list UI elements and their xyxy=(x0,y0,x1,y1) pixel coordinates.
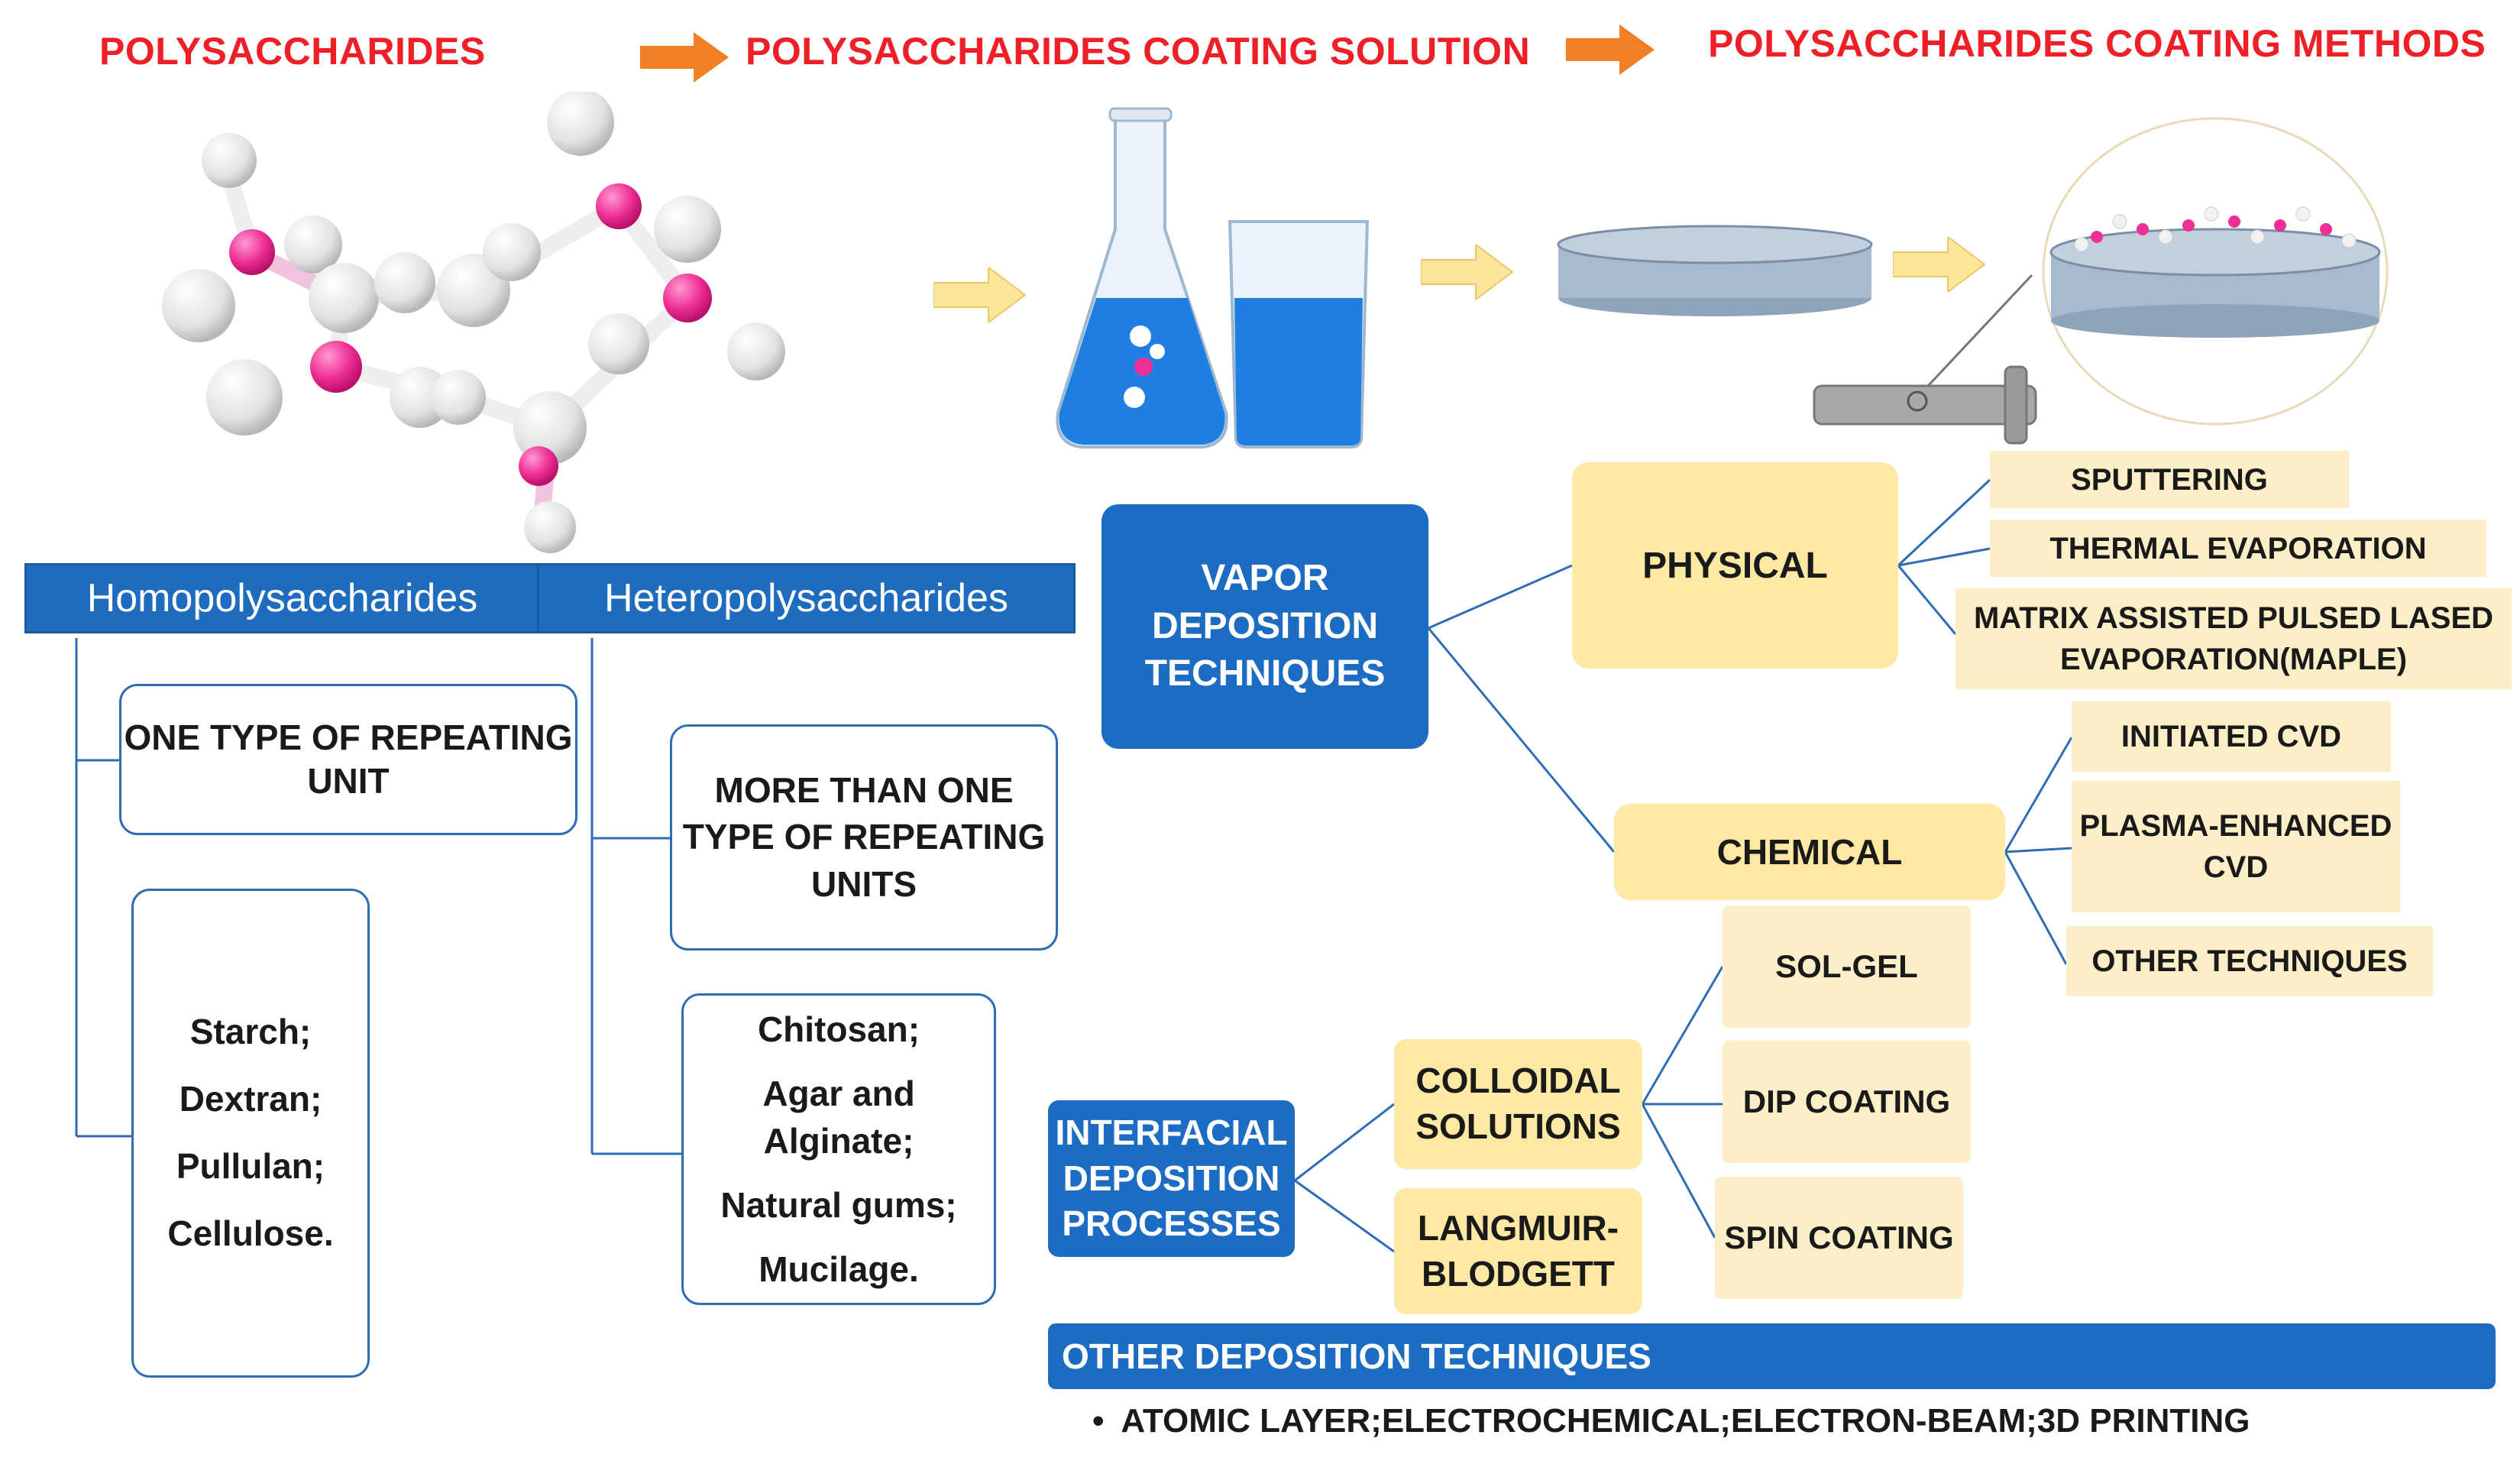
other-deposition-bar: OTHER DEPOSITION TECHNIQUES xyxy=(1048,1323,2496,1389)
homo-examples-box: Starch; Dextran; Pullulan; Cellulose. xyxy=(131,889,370,1378)
chemical-box: CHEMICAL xyxy=(1614,804,2005,900)
yellow-arrow-icon xyxy=(1892,235,1988,296)
thermal-evaporation-box: THERMAL EVAPORATION xyxy=(1990,520,2486,577)
yellow-arrow-icon xyxy=(1420,243,1516,303)
hetero-desc-line-1: MORE THAN ONE xyxy=(714,770,1014,811)
vapor-title-line-1: VAPOR xyxy=(1201,558,1329,599)
interfacial-title-line-2: DEPOSITION xyxy=(1063,1158,1280,1198)
homo-example: Starch; xyxy=(189,1012,312,1052)
molecule-icon xyxy=(153,89,810,569)
header-coating-solution: POLYSACCHARIDES COATING SOLUTION xyxy=(746,30,1531,73)
dip-coating-box: DIP COATING xyxy=(1723,1041,1971,1163)
other-techniques-box: OTHER TECHNIQUES xyxy=(2066,926,2433,996)
langmuir-line-2: BLODGETT xyxy=(1422,1253,1615,1294)
orange-arrow-icon xyxy=(640,32,730,86)
magnifier-pen-icon xyxy=(1810,252,2085,455)
flask-icon xyxy=(1050,107,1234,455)
interfacial-title-line-3: PROCESSES xyxy=(1062,1203,1281,1244)
vapor-title-line-2: DEPOSITION xyxy=(1151,605,1379,646)
homo-desc-line-2: UNIT xyxy=(307,761,390,801)
hetero-example: Mucilage. xyxy=(759,1249,919,1290)
maple-line-1: MATRIX ASSISTED PULSED LASED xyxy=(1973,601,2494,635)
hetero-desc-line-2: TYPE OF REPEATING xyxy=(682,817,1046,857)
homo-description-box: ONE TYPE OF REPEATING UNIT xyxy=(119,684,577,835)
hetero-examples-box: Chitosan; Agar and Alginate; Natural gum… xyxy=(681,993,996,1305)
hetero-example: Alginate; xyxy=(763,1120,914,1161)
homo-example: Cellulose. xyxy=(167,1213,334,1253)
interfacial-title-line-1: INTERFACIAL xyxy=(1055,1112,1288,1152)
vapor-deposition-box: VAPOR DEPOSITION TECHNIQUES xyxy=(1101,504,1428,749)
other-deposition-items: ATOMIC LAYER;ELECTROCHEMICAL;ELECTRON-BE… xyxy=(1121,1402,2250,1440)
pecvd-line-2: CVD xyxy=(2203,850,2269,884)
orange-arrow-icon xyxy=(1566,24,1656,79)
colloidal-line-2: SOLUTIONS xyxy=(1415,1106,1621,1146)
hetero-desc-line-3: UNITS xyxy=(811,863,917,904)
other-deposition-list: • ATOMIC LAYER;ELECTROCHEMICAL;ELECTRON-… xyxy=(1092,1402,2250,1440)
plasma-enhanced-cvd-box: PLASMA-ENHANCED CVD xyxy=(2072,781,2400,912)
langmuir-blodgett-box: LANGMUIR- BLODGETT xyxy=(1394,1188,1642,1314)
hetero-example: Chitosan; xyxy=(757,1009,920,1049)
initiated-cvd-box: INITIATED CVD xyxy=(2072,701,2391,772)
header-polysaccharides: POLYSACCHARIDES xyxy=(99,30,486,73)
maple-box: MATRIX ASSISTED PULSED LASED EVAPORATION… xyxy=(1956,588,2512,689)
heteropolysaccharides-bar: Heteropolysaccharides xyxy=(537,563,1076,633)
hetero-description-box: MORE THAN ONE TYPE OF REPEATING UNITS xyxy=(670,724,1058,951)
yellow-arrow-icon xyxy=(933,266,1028,326)
interfacial-deposition-box: INTERFACIAL DEPOSITION PROCESSES xyxy=(1048,1100,1295,1257)
physical-box: PHYSICAL xyxy=(1572,462,1898,669)
vapor-title-line-3: TECHNIQUES xyxy=(1144,653,1386,695)
hetero-example: Agar and xyxy=(762,1073,915,1113)
hetero-example: Natural gums; xyxy=(720,1185,957,1226)
sol-gel-box: SOL-GEL xyxy=(1723,905,1971,1028)
homo-example: Pullulan; xyxy=(176,1146,325,1186)
homopolysaccharides-bar: Homopolysaccharides xyxy=(24,563,540,633)
sputtering-box: SPUTTERING xyxy=(1990,451,2349,508)
langmuir-line-1: LANGMUIR- xyxy=(1417,1207,1619,1248)
colloidal-solutions-box: COLLOIDAL SOLUTIONS xyxy=(1394,1039,1642,1169)
header-coating-methods: POLYSACCHARIDES COATING METHODS xyxy=(1708,22,2486,65)
pecvd-line-1: PLASMA-ENHANCED xyxy=(2079,809,2392,843)
maple-line-2: EVAPORATION(MAPLE) xyxy=(2059,643,2408,676)
homo-desc-line-1: ONE TYPE OF REPEATING xyxy=(124,717,573,757)
bullet: • xyxy=(1092,1402,1105,1440)
spin-coating-box: SPIN COATING xyxy=(1715,1177,1963,1299)
beaker-icon xyxy=(1222,214,1375,455)
homo-example: Dextran; xyxy=(179,1079,322,1119)
colloidal-line-1: COLLOIDAL xyxy=(1415,1061,1621,1101)
substrate-disc-icon xyxy=(1554,222,1875,325)
coated-substrate-icon xyxy=(2036,115,2395,439)
